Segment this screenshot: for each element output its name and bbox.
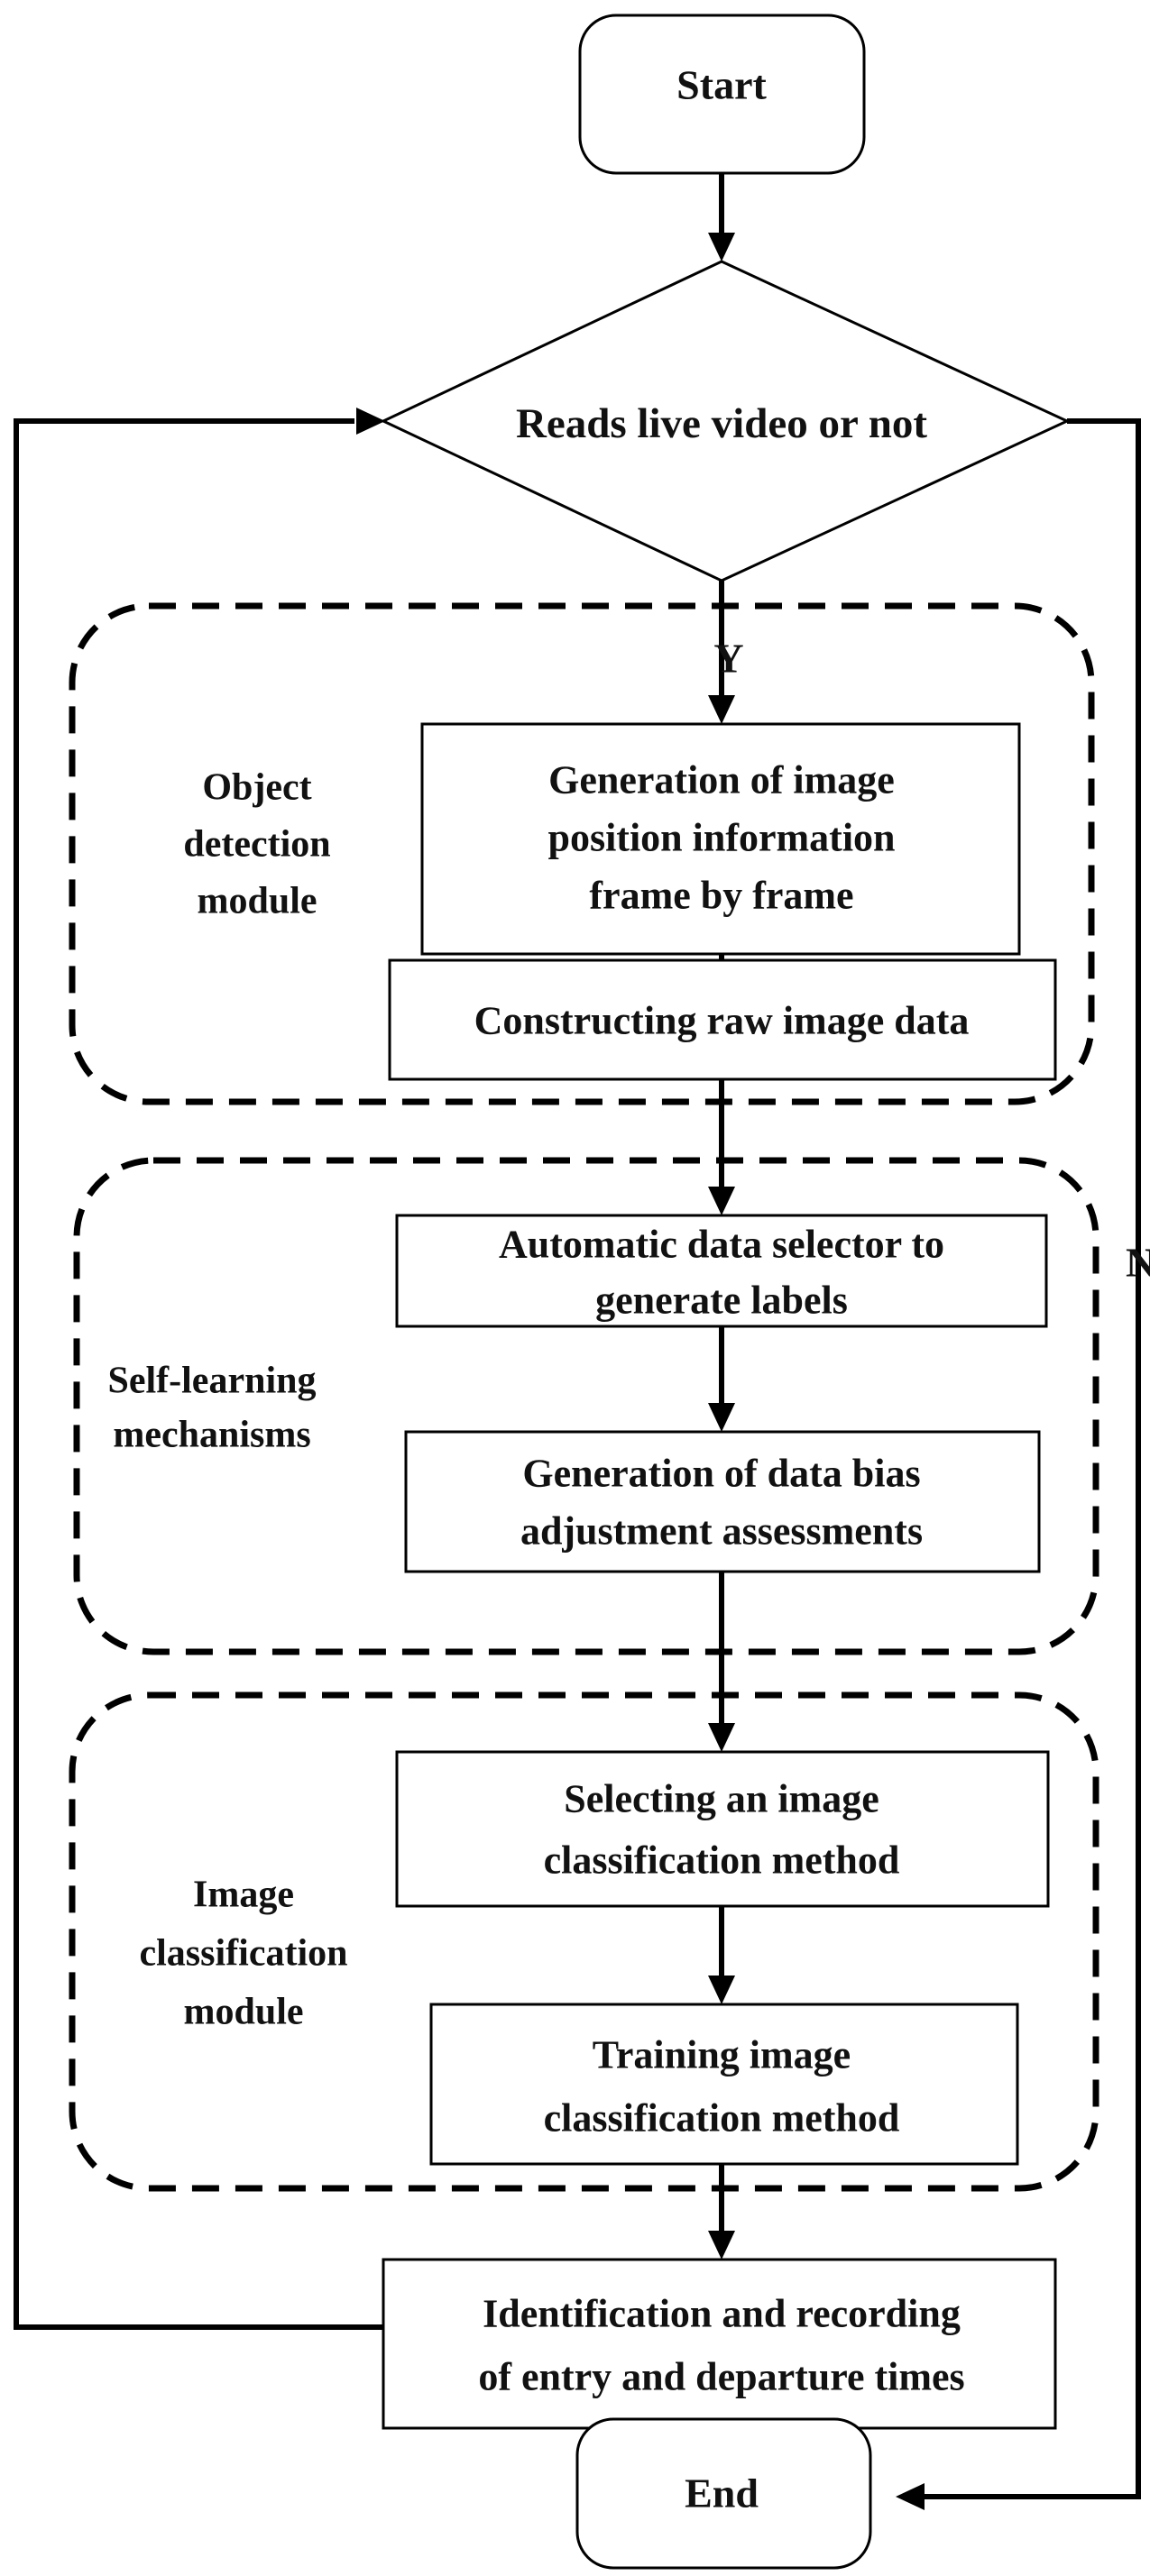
arrowhead xyxy=(708,1187,735,1215)
module-label-2-line: Self-learning xyxy=(108,1361,317,1402)
step-6-line: Training image xyxy=(593,2032,851,2076)
step-7-line: of entry and departure times xyxy=(478,2354,964,2398)
step-4-line: adjustment assessments xyxy=(520,1508,923,1553)
no-label: N xyxy=(1126,1240,1150,1286)
decision-diamond xyxy=(380,260,1071,582)
step-7: Identification and recording of entry and… xyxy=(478,2291,964,2398)
module-label-1-line: Object xyxy=(202,767,311,809)
step-5-line: Selecting an image xyxy=(564,1776,879,1820)
module-label-1-line: detection xyxy=(183,824,330,866)
arrowhead xyxy=(896,2483,925,2510)
module-label-1-line: module xyxy=(197,881,317,922)
arrowhead xyxy=(708,695,735,724)
module-label-3-line: classification xyxy=(140,1933,348,1975)
start-label: Start xyxy=(676,62,767,108)
object-detection-group xyxy=(69,602,1095,1105)
arrowhead xyxy=(708,233,735,261)
step-box xyxy=(420,722,1021,956)
step-box xyxy=(388,958,1057,1081)
yes-label: Y xyxy=(713,636,743,682)
step-1: Generation of image position information f… xyxy=(547,757,895,917)
module-label-3-line: module xyxy=(183,1992,303,2033)
module-label-3: Image classification module xyxy=(140,1875,348,2033)
arrowhead xyxy=(708,1723,735,1752)
step-3: Automatic data selector to generate label… xyxy=(499,1222,944,1322)
arrowhead xyxy=(356,408,385,435)
image-classification-group xyxy=(69,1691,1099,2192)
module-label-2-line: mechanisms xyxy=(113,1415,310,1456)
self-learning-group xyxy=(73,1157,1099,1655)
step-3-line: Automatic data selector to xyxy=(499,1222,944,1266)
process-steps xyxy=(382,722,1057,2430)
module-label-3-line: Image xyxy=(193,1875,294,1916)
arrowhead xyxy=(708,2231,735,2260)
end-terminal xyxy=(575,2417,872,2570)
step-box xyxy=(429,2003,1019,2166)
decision-no-line xyxy=(923,418,1141,2499)
step-5: Selecting an image classification method xyxy=(544,1776,900,1882)
step-2-line: Constructing raw image data xyxy=(474,998,970,1042)
decision-label: Reads live video or not xyxy=(516,400,927,447)
step-6-line: classification method xyxy=(544,2095,900,2140)
arrowhead xyxy=(708,1403,735,1432)
arrowhead xyxy=(708,1976,735,2004)
step-1-line: Generation of image xyxy=(548,757,895,802)
step-2: Constructing raw image data xyxy=(474,998,970,1042)
end-label: End xyxy=(685,2471,759,2516)
module-label-1: Object detection module xyxy=(183,767,330,922)
step-7-line: Identification and recording xyxy=(483,2291,961,2335)
step-box xyxy=(404,1430,1041,1573)
step-5-line: classification method xyxy=(544,1838,900,1882)
loop-back-line xyxy=(14,418,383,2330)
step-box xyxy=(395,1750,1050,1908)
step-4-line: Generation of data bias xyxy=(522,1451,920,1495)
module-label-2: Self-learning mechanisms xyxy=(108,1361,317,1456)
step-box xyxy=(395,1214,1048,1328)
step-3-line: generate labels xyxy=(595,1278,848,1322)
step-labels: Generation of image position information f… xyxy=(474,757,970,2398)
step-1-line: position information xyxy=(547,815,895,859)
start-terminal xyxy=(578,14,866,175)
step-4: Generation of data bias adjustment assess… xyxy=(520,1451,923,1553)
arrowheads xyxy=(356,233,925,2510)
step-1-line: frame by frame xyxy=(589,873,853,917)
step-6: Training image classification method xyxy=(544,2032,900,2140)
step-box xyxy=(382,2258,1057,2430)
